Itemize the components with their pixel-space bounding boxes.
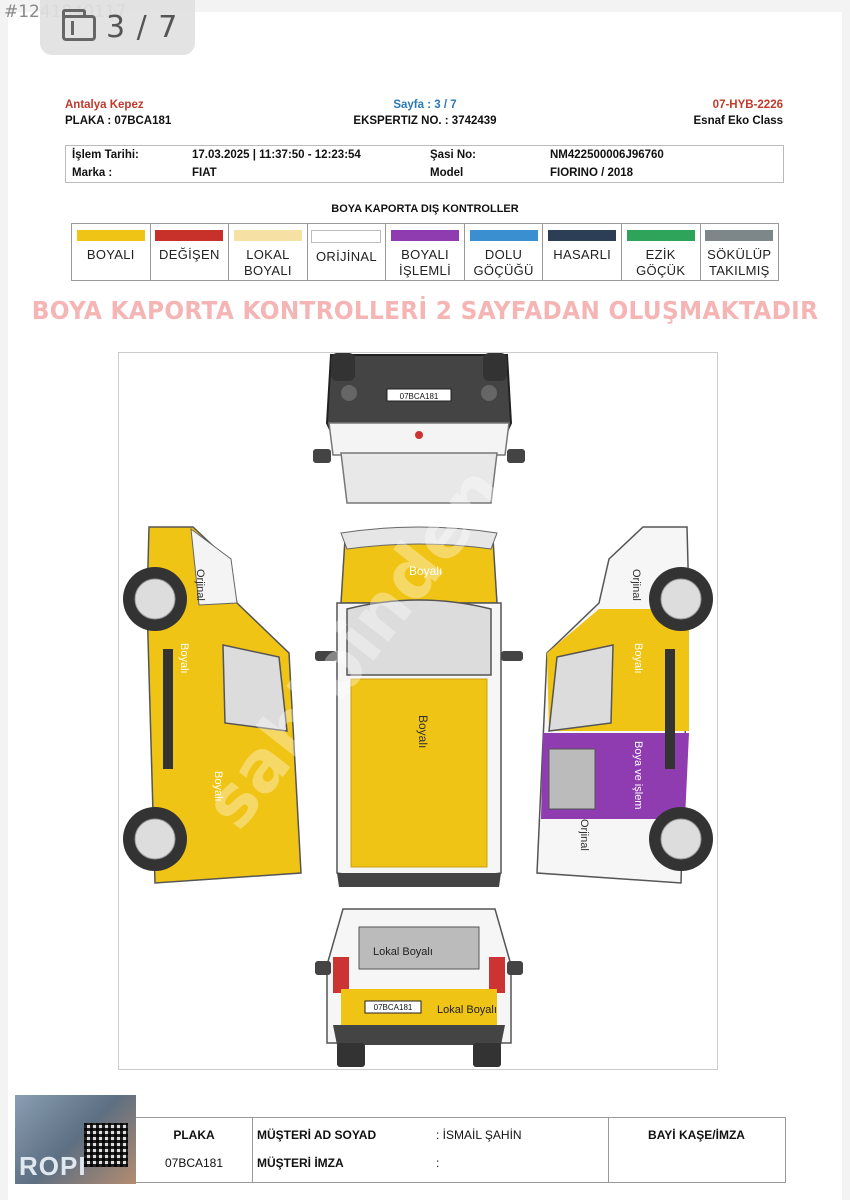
- hood-label: Boyalı: [409, 564, 442, 578]
- left-sliding-label: Boyalı: [212, 771, 224, 802]
- logo-text: ROPI: [19, 1151, 87, 1181]
- date-value: 17.03.2025 | 11:37:50 - 12:23:54: [192, 149, 361, 161]
- report-code: 07-HYB-2226: [712, 99, 783, 111]
- legend-item: ORİJİNAL: [308, 224, 387, 280]
- plate-line: PLAKA : 07BCA181: [65, 115, 172, 127]
- legend-label: DOLU GÖÇÜĞÜ: [473, 247, 534, 278]
- left-front-door-label: Boyalı: [178, 643, 190, 674]
- front-view: 07BCA181: [313, 353, 525, 504]
- rear-view: 07BCA181 Lokal Boyalı Lokal Boyalı: [315, 908, 523, 1067]
- legend-item: DOLU GÖÇÜĞÜ: [465, 224, 544, 280]
- legend-swatch: [548, 230, 617, 241]
- dealer-stamp-label: BAYİ KAŞE/İMZA: [648, 1128, 745, 1142]
- legend-label: BOYALI: [86, 247, 135, 262]
- legend-label: BOYALI İŞLEMLİ: [399, 247, 452, 278]
- model-value: FIORINO / 2018: [550, 167, 634, 179]
- legend-item: BOYALI İŞLEMLİ: [386, 224, 465, 280]
- legend-item: LOKAL BOYALI: [229, 224, 308, 280]
- rear-bumper-label: Lokal Boyalı: [437, 1004, 497, 1016]
- divider: [608, 1118, 609, 1182]
- legend-swatch: [155, 230, 224, 241]
- legend-label: EZİK GÖÇÜK: [636, 247, 686, 278]
- right-sliding-label: Boya ve işlem: [632, 741, 644, 809]
- model-label: Model: [430, 167, 464, 179]
- info-banner: BOYA KAPORTA KONTROLLERİ 2 SAYFADAN OLUŞ…: [31, 296, 819, 325]
- brand-value: FIAT: [192, 167, 217, 179]
- color-legend: BOYALI DEĞİŞEN LOKAL BOYALI ORİJİNAL BOY…: [71, 223, 779, 281]
- roof-label: Boyalı: [416, 715, 430, 748]
- customer-name-value: : İSMAİL ŞAHİN: [436, 1128, 522, 1142]
- gallery-icon: [62, 8, 96, 41]
- vehicle-info-table: İşlem Tarihi: 17.03.2025 | 11:37:50 - 12…: [65, 145, 784, 183]
- gallery-counter[interactable]: 3 / 7: [40, 0, 195, 55]
- page-label: Sayfa : 3 / 7: [393, 99, 457, 111]
- qr-code: [84, 1123, 128, 1167]
- plate-value: 07BCA181: [164, 1156, 224, 1170]
- front-plate-text: 07BCA181: [400, 392, 439, 401]
- customer-signature-value: :: [436, 1156, 440, 1170]
- gallery-counter-text: 3 / 7: [106, 10, 179, 45]
- legend-label: SÖKÜLÜP TAKILMIŞ: [707, 247, 772, 278]
- legend-swatch: [76, 230, 145, 241]
- customer-name-label: MÜŞTERİ AD SOYAD: [257, 1128, 377, 1142]
- legend-label: DEĞİŞEN: [159, 247, 220, 262]
- chassis-value: NM422500006J96760: [550, 149, 664, 161]
- right-side-view: Orjinal Boyalı Boya ve işlem Orjinal: [536, 526, 713, 884]
- plate-label: PLAKA: [173, 1128, 215, 1142]
- date-label: İşlem Tarihi:: [72, 149, 139, 161]
- legend-swatch: [469, 230, 538, 241]
- divider: [252, 1118, 253, 1182]
- top-view: Boyalı Boyalı: [315, 526, 523, 887]
- legend-item: DEĞİŞEN: [151, 224, 230, 280]
- section-title: BOYA KAPORTA DIŞ KONTROLLER: [331, 203, 519, 215]
- legend-item: HASARLI: [543, 224, 622, 280]
- rear-glass-label: Lokal Boyalı: [373, 946, 433, 958]
- brand-label: Marka :: [72, 167, 113, 179]
- right-front-door-label: Boyalı: [632, 643, 644, 674]
- legend-swatch: [233, 230, 302, 241]
- right-rear-label: Orjinal: [578, 819, 590, 851]
- legend-swatch: [391, 230, 460, 241]
- right-fender-label: Orjinal: [630, 569, 642, 601]
- ropi-logo: ROPI: [15, 1095, 136, 1184]
- car-diagram-svg: 07BCA181 Boyalı Boyalı: [123, 353, 713, 1067]
- chassis-label: Şasi No:: [430, 149, 477, 161]
- legend-label: LOKAL BOYALI: [244, 247, 292, 278]
- signature-box: PLAKA 07BCA181 MÜŞTERİ AD SOYAD : İSMAİL…: [135, 1117, 786, 1183]
- left-fender-label: Orjinal: [194, 569, 206, 601]
- legend-item: EZİK GÖÇÜK: [622, 224, 701, 280]
- location: Antalya Kepez: [65, 99, 144, 111]
- package-name: Esnaf Eko Class: [693, 115, 783, 127]
- expertise-number: EKSPERTIZ NO. : 3742439: [353, 115, 497, 127]
- car-paint-diagram: 07BCA181 Boyalı Boyalı: [118, 352, 718, 1070]
- left-side-view: Orjinal Boyalı Boyalı: [123, 526, 302, 884]
- legend-item: BOYALI: [72, 224, 151, 280]
- legend-label: HASARLI: [553, 247, 612, 262]
- customer-signature-label: MÜŞTERİ İMZA: [257, 1156, 344, 1170]
- legend-swatch: [705, 230, 774, 241]
- legend-swatch: [626, 230, 695, 241]
- legend-item: SÖKÜLÜP TAKILMIŞ: [701, 224, 779, 280]
- legend-swatch: [311, 230, 382, 243]
- legend-label: ORİJİNAL: [316, 249, 377, 264]
- rear-plate-text: 07BCA181: [374, 1003, 413, 1012]
